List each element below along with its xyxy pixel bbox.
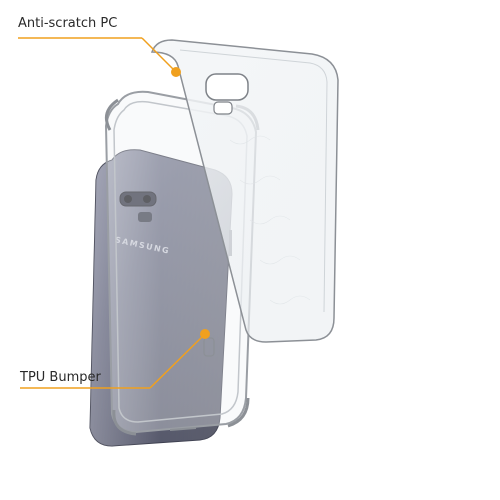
sensor-icon: [143, 195, 151, 203]
callout-leaders: [18, 37, 210, 389]
camera-cutout: [205, 73, 249, 101]
pc-back-plate: [150, 39, 339, 343]
fingerprint-sensor: [138, 212, 152, 222]
fingerprint-cutout: [213, 101, 233, 115]
camera-lens-icon: [124, 195, 132, 203]
callout-label-anti-scratch-pc: Anti-scratch PC: [18, 16, 118, 31]
callout-label-tpu-bumper: TPU Bumper: [20, 370, 101, 385]
callout-dot-bottom: [200, 329, 210, 339]
callout-dot-top: [171, 67, 181, 77]
